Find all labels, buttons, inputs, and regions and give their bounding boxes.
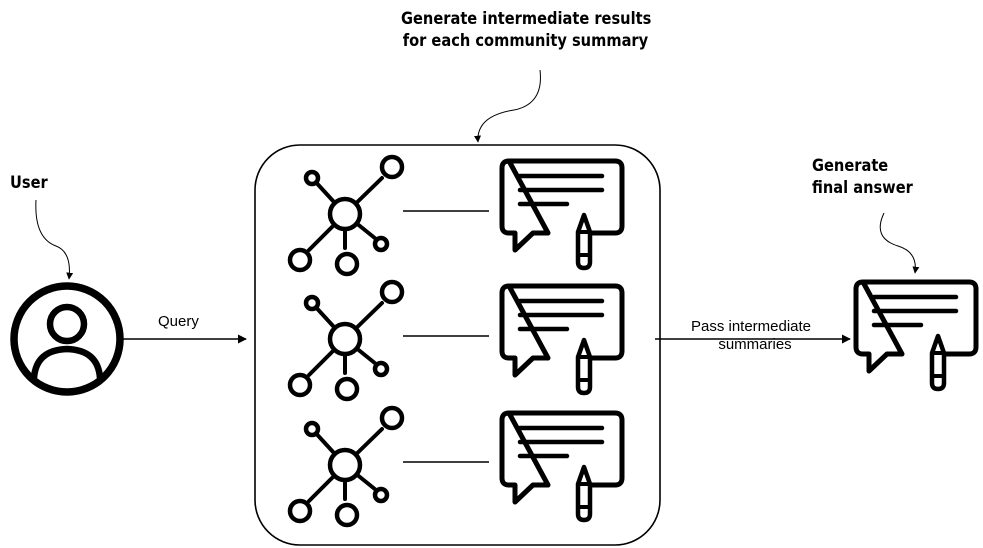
network-graph-icon — [290, 157, 402, 274]
user-pointer — [35, 199, 74, 280]
pass-intermediate-line1: Pass intermediate — [690, 318, 812, 335]
final-answer-document-icon — [856, 282, 976, 389]
pass-intermediate-line2: summaries — [718, 336, 792, 353]
generate-final-line2: final answer — [812, 178, 913, 198]
generate-intermediate-pointer — [474, 69, 541, 143]
user-annotation: User — [10, 173, 48, 193]
generate-final-pointer — [879, 212, 920, 274]
network-graph-icon — [290, 408, 402, 525]
generate-final-line1: Generate — [812, 156, 889, 176]
document-chat-pencil-icon — [502, 413, 622, 520]
user-avatar-icon — [10, 282, 124, 396]
generate-intermediate-line2: for each community summary — [402, 31, 649, 51]
query-label: Query — [158, 313, 199, 330]
generate-final-annotation: Generate final answer — [812, 155, 913, 199]
generate-intermediate-line1: Generate intermediate results — [401, 9, 652, 29]
network-graph-icon — [290, 282, 402, 399]
pass-intermediate-label: Pass intermediate summaries — [676, 318, 826, 354]
generate-intermediate-annotation: Generate intermediate results for each c… — [401, 8, 651, 52]
document-chat-pencil-icon — [502, 161, 622, 268]
document-chat-pencil-icon — [502, 286, 622, 393]
community-summaries-container — [254, 144, 661, 546]
